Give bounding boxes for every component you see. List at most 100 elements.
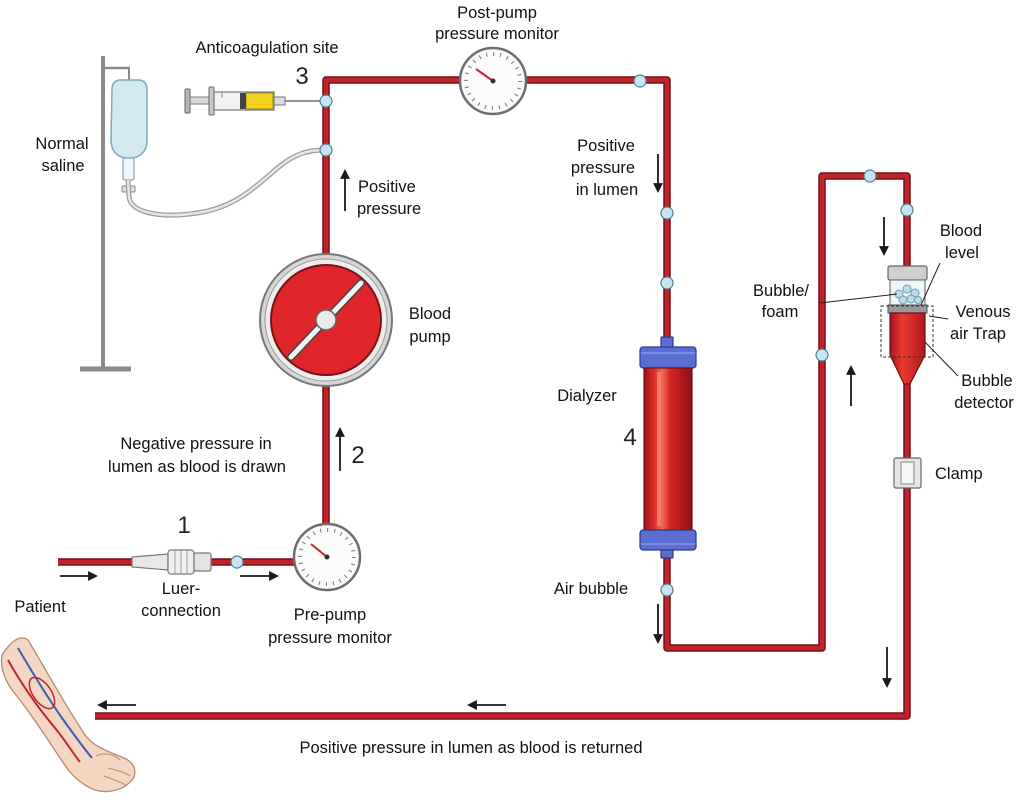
negative-pressure-label: lumen as blood is drawn	[108, 458, 286, 476]
gauge-needle	[475, 68, 494, 82]
bubble	[906, 294, 916, 304]
step-number-1: 1	[177, 512, 190, 539]
junction-bead	[660, 276, 674, 290]
thumb	[95, 753, 121, 761]
blood-pump-label: pump	[409, 328, 450, 346]
blood-level-label: level	[945, 244, 979, 262]
dialyzer-bottom-port	[660, 549, 674, 559]
junction-bead	[660, 206, 674, 220]
luer-connector	[131, 549, 212, 575]
normal-saline-label: Normal	[35, 135, 88, 153]
air-trap-blood-chamber	[889, 312, 926, 385]
venous-clamp	[893, 457, 922, 489]
dialyzer-label: Dialyzer	[557, 387, 617, 405]
bubble-detector-zone	[880, 305, 934, 358]
gauge-needle	[310, 543, 328, 558]
hand-fingers	[103, 767, 131, 786]
av-fistula-loop	[28, 676, 56, 710]
gauge-hub	[324, 554, 330, 560]
post-pump-pressure-gauge	[458, 46, 528, 116]
bubble-detector-label: Bubble	[961, 372, 1012, 390]
junction-beads	[230, 74, 914, 597]
bubble	[898, 295, 908, 305]
junction-bead	[900, 203, 914, 217]
post-pump-monitor-label: Post-pump	[457, 4, 537, 22]
luer-connection-label: connection	[141, 602, 221, 620]
step-number-4: 4	[623, 424, 636, 451]
leader-lines	[819, 262, 959, 377]
pre-pump-monitor-label: pressure monitor	[268, 629, 392, 647]
gauge-ticks	[298, 528, 356, 586]
normal-saline-bag	[110, 79, 148, 193]
bubble-detector-leader	[924, 341, 959, 377]
dialyzer-top-port	[660, 336, 674, 349]
syringe-tip	[273, 96, 286, 106]
iv-pole	[80, 56, 131, 372]
bubble-foam-label: foam	[762, 303, 799, 321]
dialyzer-highlight	[657, 372, 661, 526]
saline-tubing-inner	[126, 148, 325, 217]
junction-bead	[230, 555, 244, 569]
air-trap-top-cap	[887, 265, 928, 281]
patient-arm-icon	[0, 637, 136, 793]
junction-bead	[633, 74, 647, 88]
saline-bag-body	[110, 79, 148, 159]
positive-pressure-label: pressure	[357, 200, 421, 218]
blood-level-label: Blood	[940, 222, 982, 240]
artery	[7, 659, 81, 763]
positive-pressure-in-lumen-label: in lumen	[576, 181, 638, 199]
bubble	[902, 284, 912, 294]
anticoagulation-port	[319, 94, 333, 108]
patient-label: Patient	[14, 598, 66, 616]
air-bubble-label: Air bubble	[554, 580, 628, 598]
bubble-detector-label: detector	[954, 394, 1014, 412]
saline-drip-chamber	[122, 157, 135, 181]
positive-pressure-in-lumen-label: pressure	[571, 159, 635, 177]
junction-bead	[863, 169, 877, 183]
dialyzer-bottom-cap	[639, 529, 697, 551]
flow-arrows	[60, 154, 892, 710]
blood-pump-label: Blood	[409, 305, 451, 323]
venous-air-trap-leader	[928, 315, 949, 320]
bubble-foam-label: Bubble/	[753, 282, 809, 300]
blood-returned-label: Positive pressure in lumen as blood is r…	[299, 739, 642, 757]
normal-saline-label: saline	[41, 157, 84, 175]
venous-line-fill	[95, 173, 910, 719]
heparin-syringe	[184, 86, 322, 116]
syringe-thumb-press	[184, 88, 191, 114]
junction-bead	[815, 348, 829, 362]
venous-air-trap-label: air Trap	[950, 325, 1006, 343]
gauge-hub	[490, 78, 496, 84]
syringe-fluid	[245, 92, 274, 110]
blood-level-leader	[920, 262, 941, 306]
foam-bubbles	[894, 284, 922, 305]
pre-pump-pressure-gauge	[292, 522, 362, 592]
luer-connection-label: Luer-	[162, 580, 201, 598]
step-number-2: 2	[351, 442, 364, 469]
anticoagulation-site-label: Anticoagulation site	[195, 39, 338, 57]
step-number-3: 3	[295, 63, 308, 90]
clamp-jaw	[900, 461, 915, 485]
pre-pump-monitor-label: Pre-pump	[294, 606, 366, 624]
bubble-foam-leader	[819, 293, 898, 304]
luer-taper	[131, 553, 169, 571]
syringe-flange	[208, 86, 215, 116]
clamp-label: Clamp	[935, 465, 983, 483]
positive-pressure-label: Positive	[358, 178, 416, 196]
post-pump-monitor-label: pressure monitor	[435, 25, 559, 43]
positive-pressure-in-lumen-label: Positive	[577, 137, 635, 155]
dialyzer-cartridge	[639, 336, 697, 559]
saline-port	[319, 143, 333, 157]
vein	[17, 647, 93, 759]
venous-air-trap	[880, 265, 934, 385]
venous-air-trap-label: Venous	[955, 303, 1010, 321]
gauge-ticks	[464, 52, 522, 110]
blood-pump	[259, 253, 393, 387]
bubble	[914, 296, 922, 304]
pump-hub	[315, 309, 337, 331]
negative-pressure-label: Negative pressure in	[120, 435, 271, 453]
syringe-stopper	[240, 93, 246, 109]
venous-blood-line	[95, 172, 911, 720]
luer-lock	[193, 552, 212, 572]
